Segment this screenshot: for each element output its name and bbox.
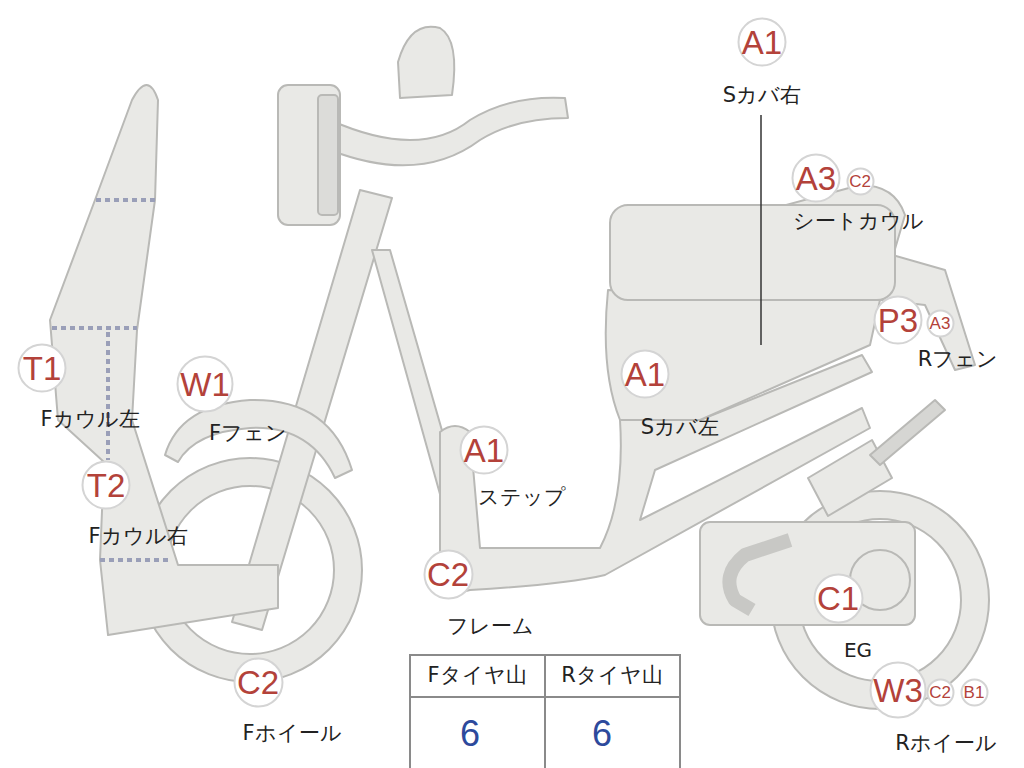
table-cell: 6 <box>592 714 612 754</box>
part-name: Rフェン <box>918 348 999 371</box>
callout-circle: T2 <box>81 460 131 510</box>
callout-circle: P3 <box>873 295 923 345</box>
callout-circle: T1 <box>17 343 67 393</box>
damage-code: A1 <box>737 17 787 67</box>
callout-circle: C1 <box>813 573 864 624</box>
damage-code: T2 <box>81 460 131 510</box>
damage-code: A1 <box>620 349 670 399</box>
callout-circle: A1 <box>459 425 509 475</box>
callout-circle: C2 <box>423 549 474 600</box>
callout-circle: B1 <box>960 678 989 707</box>
callout-circle: W3 <box>869 661 927 719</box>
damage-code: C2 <box>233 657 284 708</box>
callout-circle: C2 <box>846 167 875 196</box>
table-cell: Rタイヤ山 <box>561 664 663 687</box>
part-name: Fカウル右 <box>88 525 187 548</box>
damage-code: W3 <box>869 661 927 719</box>
callout-circle: A1 <box>737 17 787 67</box>
damage-code: C2 <box>846 167 875 196</box>
part-name: Rホイール <box>895 732 997 755</box>
part-name: Fホイール <box>242 722 341 745</box>
damage-code: A3 <box>791 153 841 203</box>
table-cell: 6 <box>460 714 480 754</box>
damage-code: C2 <box>926 678 955 707</box>
part-name: Fフェン <box>209 422 287 445</box>
callout-circle: C2 <box>926 678 955 707</box>
damage-code: C1 <box>813 573 864 624</box>
damage-code: P3 <box>873 295 923 345</box>
callout-circle: A3 <box>926 309 955 338</box>
damage-code: C2 <box>423 549 474 600</box>
damage-code: A3 <box>926 309 955 338</box>
part-name: EG <box>844 639 872 661</box>
damage-code: T1 <box>17 343 67 393</box>
part-name: Sカバ右 <box>723 84 801 107</box>
part-name: シートカウル <box>793 210 924 233</box>
callout-circle: C2 <box>233 657 284 708</box>
part-name: Sカバ左 <box>641 416 719 439</box>
callout-circle: A1 <box>620 349 670 399</box>
callout-circle: A3 <box>791 153 841 203</box>
damage-code: B1 <box>960 678 989 707</box>
damage-code: W1 <box>176 355 234 413</box>
callout-circle: W1 <box>176 355 234 413</box>
part-name: フレーム <box>447 615 534 638</box>
part-name: Fカウル左 <box>40 408 139 431</box>
table-cell: Fタイヤ山 <box>427 664 526 687</box>
part-name: ステップ <box>478 486 566 509</box>
damage-code: A1 <box>459 425 509 475</box>
